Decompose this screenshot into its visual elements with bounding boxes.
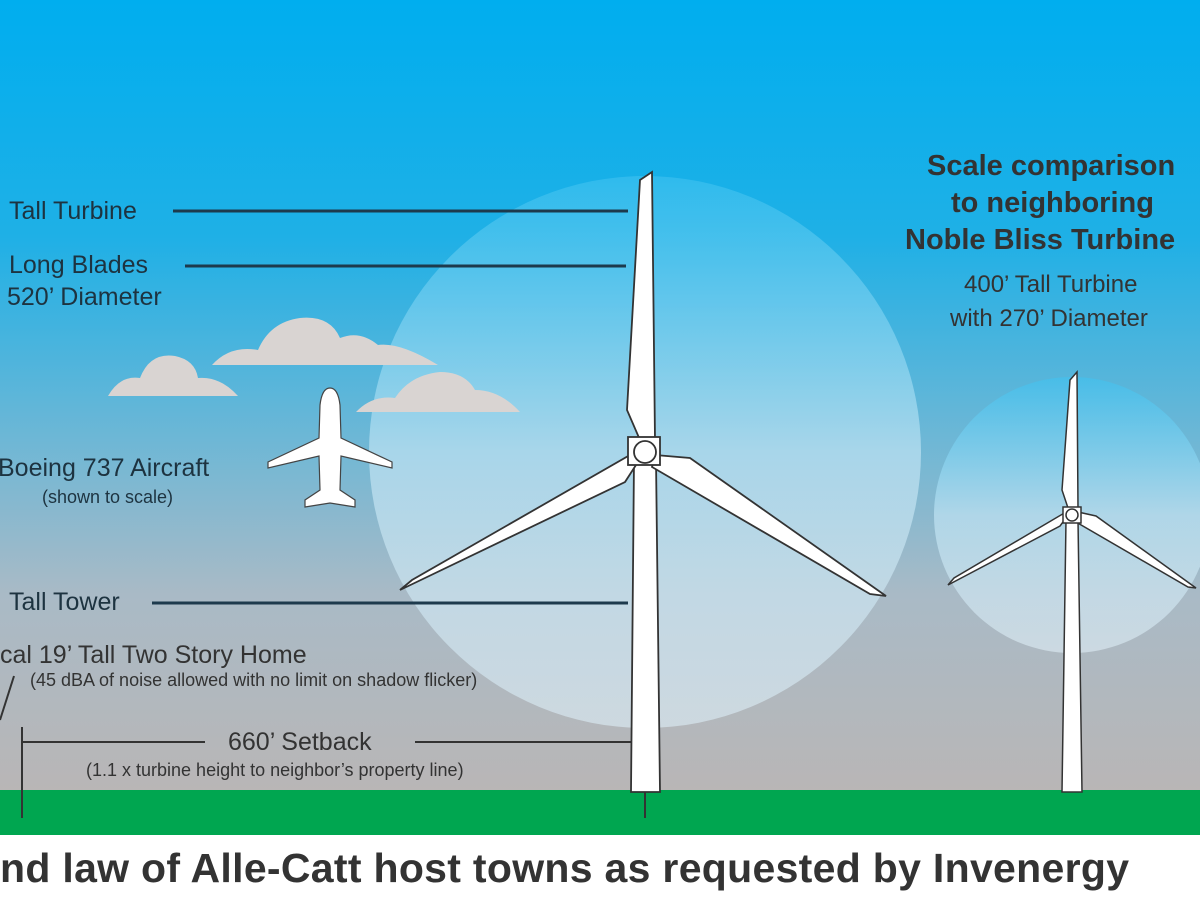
- airplane-icon: [267, 387, 393, 508]
- cloud-icon: [108, 317, 520, 412]
- comparison-heading-line1: Scale comparison: [927, 150, 1176, 182]
- comparison-detail-line1: 400’ Tall Turbine: [964, 271, 1138, 298]
- leader-lines: [152, 209, 628, 605]
- setback-note: (1.1 x turbine height to neighbor’s prop…: [86, 760, 464, 780]
- comparison-heading: Scale comparison to neighboring Noble Bl…: [905, 148, 1175, 259]
- home-pointer: [0, 675, 15, 721]
- comparison-heading-line3: Noble Bliss Turbine: [905, 224, 1176, 256]
- setback-label: 660’ Setback: [228, 728, 372, 756]
- tall-turbine-label: Tall Turbine: [9, 197, 137, 225]
- ground-strip: [0, 790, 1200, 835]
- infographic-title: nd law of Alle-Catt host towns as reques…: [0, 845, 1130, 891]
- comparison-detail-line2: with 270’ Diameter: [950, 305, 1148, 332]
- tall-tower-label: Tall Tower: [9, 588, 120, 616]
- long-blades-label: Long Blades: [9, 251, 149, 279]
- home-note: (45 dBA of noise allowed with no limit o…: [30, 670, 478, 690]
- comparison-details: 400’ Tall Turbine with 270’ Diameter: [950, 268, 1148, 336]
- aircraft-note: (shown to scale): [42, 487, 174, 507]
- home-label: cal 19’ Tall Two Story Home: [0, 641, 307, 669]
- large-wind-turbine: [399, 170, 887, 793]
- aircraft-label: Boeing 737 Aircraft: [0, 454, 210, 482]
- small-wind-turbine: [947, 370, 1197, 793]
- diameter-label: 520’ Diameter: [7, 283, 162, 311]
- comparison-heading-line2: to neighboring: [951, 187, 1154, 219]
